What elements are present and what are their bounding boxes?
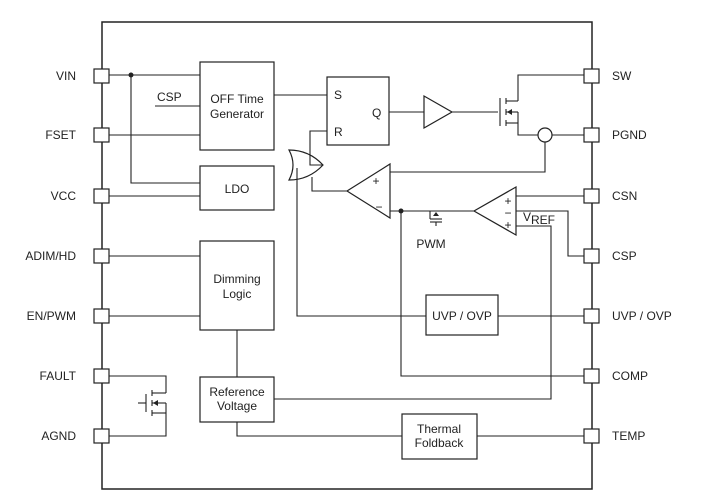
- gate-driver-buffer: [423, 94, 454, 130]
- pin-comp: [583, 368, 600, 384]
- uvp-ovp-label: UVP / OVP: [432, 309, 492, 323]
- vref-label: V: [523, 210, 531, 224]
- comparator-minus: −: [375, 200, 382, 214]
- pin-label-sw: SW: [612, 69, 632, 83]
- reference-label-1: Reference: [209, 385, 265, 399]
- pin-csp: [583, 248, 600, 264]
- off-time-label-2: Generator: [210, 107, 264, 121]
- pin-temp: [583, 428, 600, 444]
- pin-label-adim: ADIM/HD: [25, 249, 76, 263]
- pin-uvp-ovp: [583, 308, 600, 324]
- dimming-label-2: Logic: [223, 287, 252, 301]
- right-pins: SW PGND CSN CSP UVP / OVP COMP TEMP: [583, 68, 672, 444]
- latch-q-label: Q: [372, 106, 381, 120]
- power-mosfet-icon: [499, 98, 519, 126]
- pin-fset: [93, 127, 110, 143]
- pin-vcc: [93, 188, 110, 204]
- pin-pgnd: [583, 127, 600, 143]
- ldo-block: [199, 165, 275, 211]
- amp-minus: −: [504, 206, 511, 220]
- latch-r-label: R: [334, 125, 343, 139]
- thermal-label-1: Thermal: [417, 422, 461, 436]
- uvp-ovp-block: [425, 294, 499, 336]
- pin-fault: [93, 368, 110, 384]
- pin-label-vin: VIN: [56, 69, 76, 83]
- amp-plus-bottom: +: [504, 218, 511, 232]
- junction-comp: [398, 208, 404, 214]
- pin-adim: [93, 248, 110, 264]
- current-sense-circle: [537, 127, 553, 143]
- pin-label-fault: FAULT: [40, 369, 77, 383]
- csp-inner-label: CSP: [157, 90, 182, 104]
- pin-label-uvp-ovp: UVP / OVP: [612, 309, 672, 323]
- left-pins: VIN FSET VCC ADIM/HD EN/PWM FAULT AGND: [25, 68, 110, 444]
- pin-en: [93, 308, 110, 324]
- pin-label-fset: FSET: [45, 128, 76, 142]
- pwm-label: PWM: [416, 237, 445, 251]
- pin-csn: [583, 188, 600, 204]
- pin-vin: [93, 68, 110, 84]
- pin-label-csp: CSP: [612, 249, 637, 263]
- junction-vin: [128, 72, 134, 78]
- fault-mosfet-icon: [138, 388, 167, 418]
- pwm-switch-icon: [429, 211, 442, 226]
- pin-label-temp: TEMP: [612, 429, 645, 443]
- pin-label-pgnd: PGND: [612, 128, 647, 142]
- off-time-label-1: OFF Time: [210, 92, 264, 106]
- sr-latch-block: [326, 76, 390, 146]
- wires: [109, 74, 584, 437]
- pin-label-comp: COMP: [612, 369, 648, 383]
- pwm-comparator: [345, 162, 391, 220]
- thermal-label-2: Foldback: [415, 436, 465, 450]
- reference-label-2: Voltage: [217, 399, 257, 413]
- pin-sw: [583, 68, 600, 84]
- pin-label-csn: CSN: [612, 189, 637, 203]
- pin-label-vcc: VCC: [51, 189, 77, 203]
- pin-label-en: EN/PWM: [27, 309, 76, 323]
- dimming-label-1: Dimming: [213, 272, 260, 286]
- pin-label-agnd: AGND: [41, 429, 76, 443]
- off-time-generator-block: [199, 61, 275, 151]
- dimming-logic-block: [199, 240, 275, 331]
- pin-agnd: [93, 428, 110, 444]
- comparator-plus: +: [372, 174, 379, 188]
- ldo-label: LDO: [225, 182, 250, 196]
- latch-s-label: S: [334, 88, 342, 102]
- vref-sub-label: REF: [531, 213, 555, 227]
- amp-plus-top: +: [504, 194, 511, 208]
